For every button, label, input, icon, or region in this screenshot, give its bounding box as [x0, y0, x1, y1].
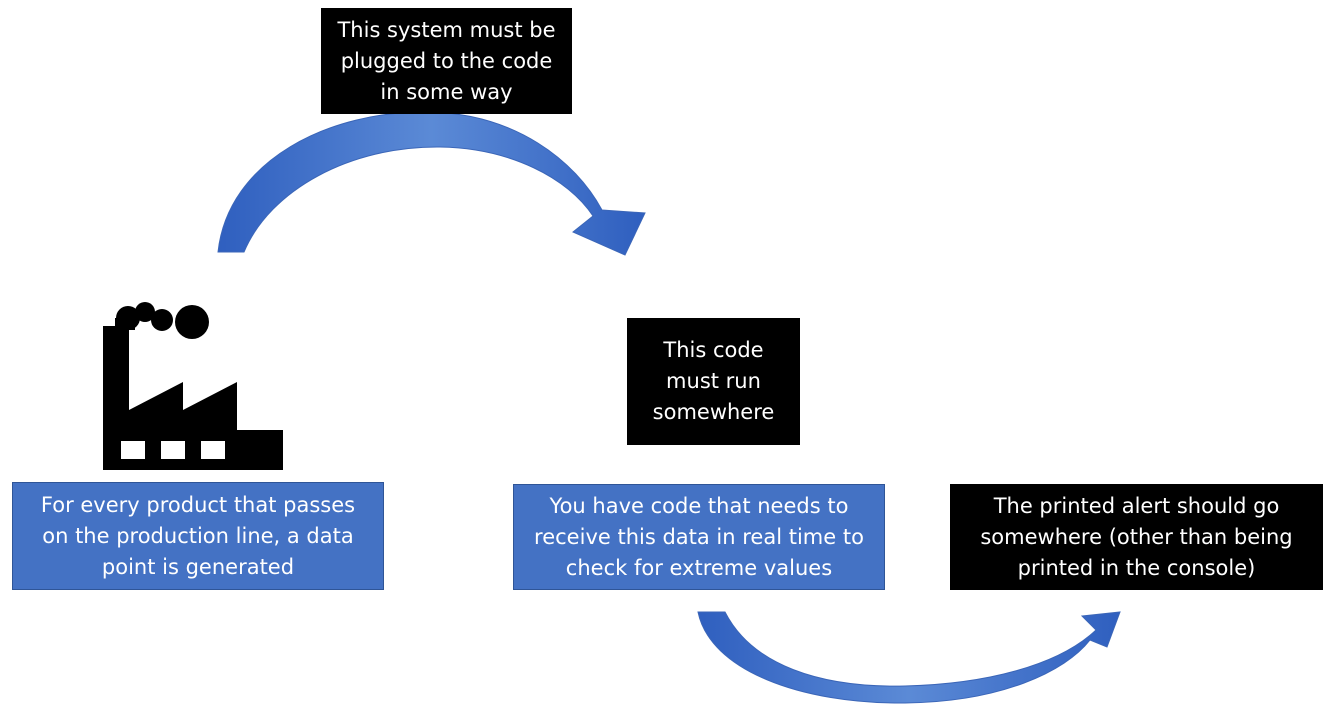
code-receiver-caption: You have code that needs to receive this… — [513, 484, 885, 590]
code-run-note: This code must run somewhere — [627, 318, 800, 445]
code-receiver-caption-text: You have code that needs to receive this… — [534, 493, 864, 580]
alert-destination-note: The printed alert should go somewhere (o… — [950, 484, 1323, 590]
factory-data-caption: For every product that passes on the pro… — [12, 482, 384, 590]
factory-icon — [103, 302, 283, 470]
code-run-note-text: This code must run somewhere — [652, 338, 775, 424]
system-plug-note-text: This system must be plugged to the code … — [337, 17, 556, 104]
curved-arrow-icon — [217, 111, 646, 256]
curved-arrow-icon — [697, 611, 1121, 704]
factory-data-caption-text: For every product that passes on the pro… — [40, 492, 356, 579]
alert-destination-note-text: The printed alert should go somewhere (o… — [980, 493, 1293, 580]
system-plug-note: This system must be plugged to the code … — [321, 8, 572, 114]
